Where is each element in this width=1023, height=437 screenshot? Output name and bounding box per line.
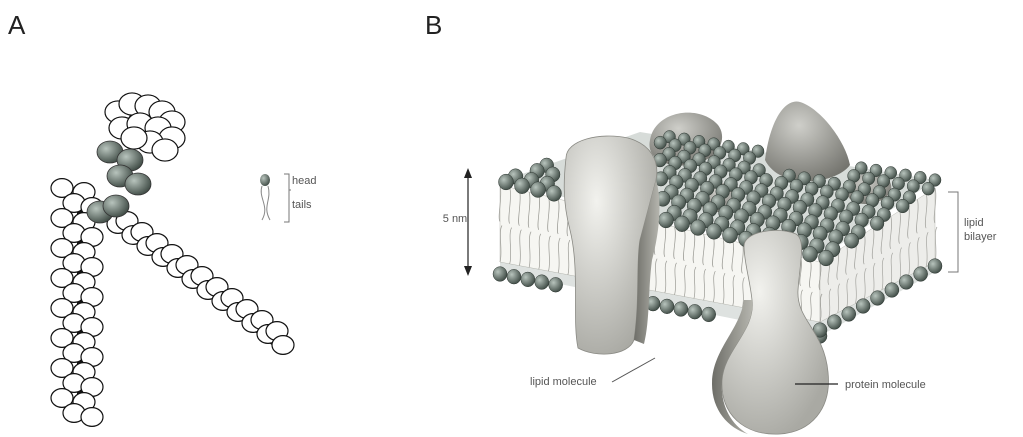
- head-tail-legend: head tails: [260, 174, 316, 222]
- thickness-label: 5 nm: [443, 213, 467, 225]
- head-group: [521, 272, 535, 287]
- head-group: [870, 216, 884, 230]
- head-group: [871, 291, 885, 306]
- head-group: [842, 307, 856, 322]
- bilayer-label-line1: lipid: [964, 217, 984, 229]
- legend-tail-icon: [261, 186, 270, 220]
- legend-head-icon: [260, 174, 270, 186]
- head-group: [844, 233, 858, 248]
- surface-protein: [765, 102, 850, 182]
- arrow-down-icon: [464, 266, 472, 276]
- atom: [81, 408, 103, 427]
- head-group: [535, 275, 549, 290]
- lipid-molecule-label: lipid molecule: [530, 376, 597, 388]
- head-group: [688, 304, 702, 319]
- head-group: [674, 302, 688, 317]
- legend-bracket: [284, 174, 291, 222]
- head-group: [803, 246, 818, 262]
- bilayer-label-line2: bilayer: [964, 231, 997, 243]
- atom: [152, 139, 178, 161]
- head-group: [896, 199, 909, 213]
- head-group: [827, 315, 841, 330]
- lipid-molecule-callout: lipid molecule: [530, 358, 655, 388]
- protein-molecule-label: protein molecule: [845, 379, 926, 391]
- head-group: [507, 269, 521, 284]
- head-group: [691, 220, 706, 236]
- head-group: [914, 267, 928, 282]
- head-group: [885, 283, 899, 298]
- head-group: [819, 250, 834, 266]
- atom: [272, 336, 294, 355]
- arrow-up-icon: [464, 168, 472, 178]
- head-group: [675, 216, 690, 232]
- thickness-indicator: 5 nm: [443, 168, 472, 276]
- bilayer-bracket-line: [948, 192, 958, 272]
- head-group: [493, 267, 507, 282]
- atom: [121, 127, 147, 149]
- head-group: [922, 182, 934, 195]
- bilayer-bracket: lipid bilayer: [948, 192, 997, 272]
- legend-head-label: head: [292, 175, 316, 187]
- legend-tails-label: tails: [292, 199, 312, 211]
- head-atom: [103, 195, 129, 217]
- head-group: [654, 136, 666, 149]
- head-group: [723, 227, 738, 243]
- head-group: [660, 299, 674, 314]
- head-group: [707, 224, 722, 240]
- head-group: [549, 277, 563, 292]
- head-group: [856, 299, 870, 314]
- lipid-molecule-pointer: [612, 358, 655, 382]
- head-group: [928, 259, 942, 274]
- head-group: [547, 186, 562, 202]
- head-atom: [125, 173, 151, 195]
- head-group: [659, 212, 674, 228]
- head-group: [515, 178, 530, 194]
- head-group: [899, 275, 913, 290]
- head-group: [499, 174, 514, 190]
- phospholipid-model: [51, 93, 294, 426]
- transmembrane-protein-left: [564, 136, 659, 354]
- head-group: [531, 182, 546, 198]
- head-group: [702, 307, 716, 322]
